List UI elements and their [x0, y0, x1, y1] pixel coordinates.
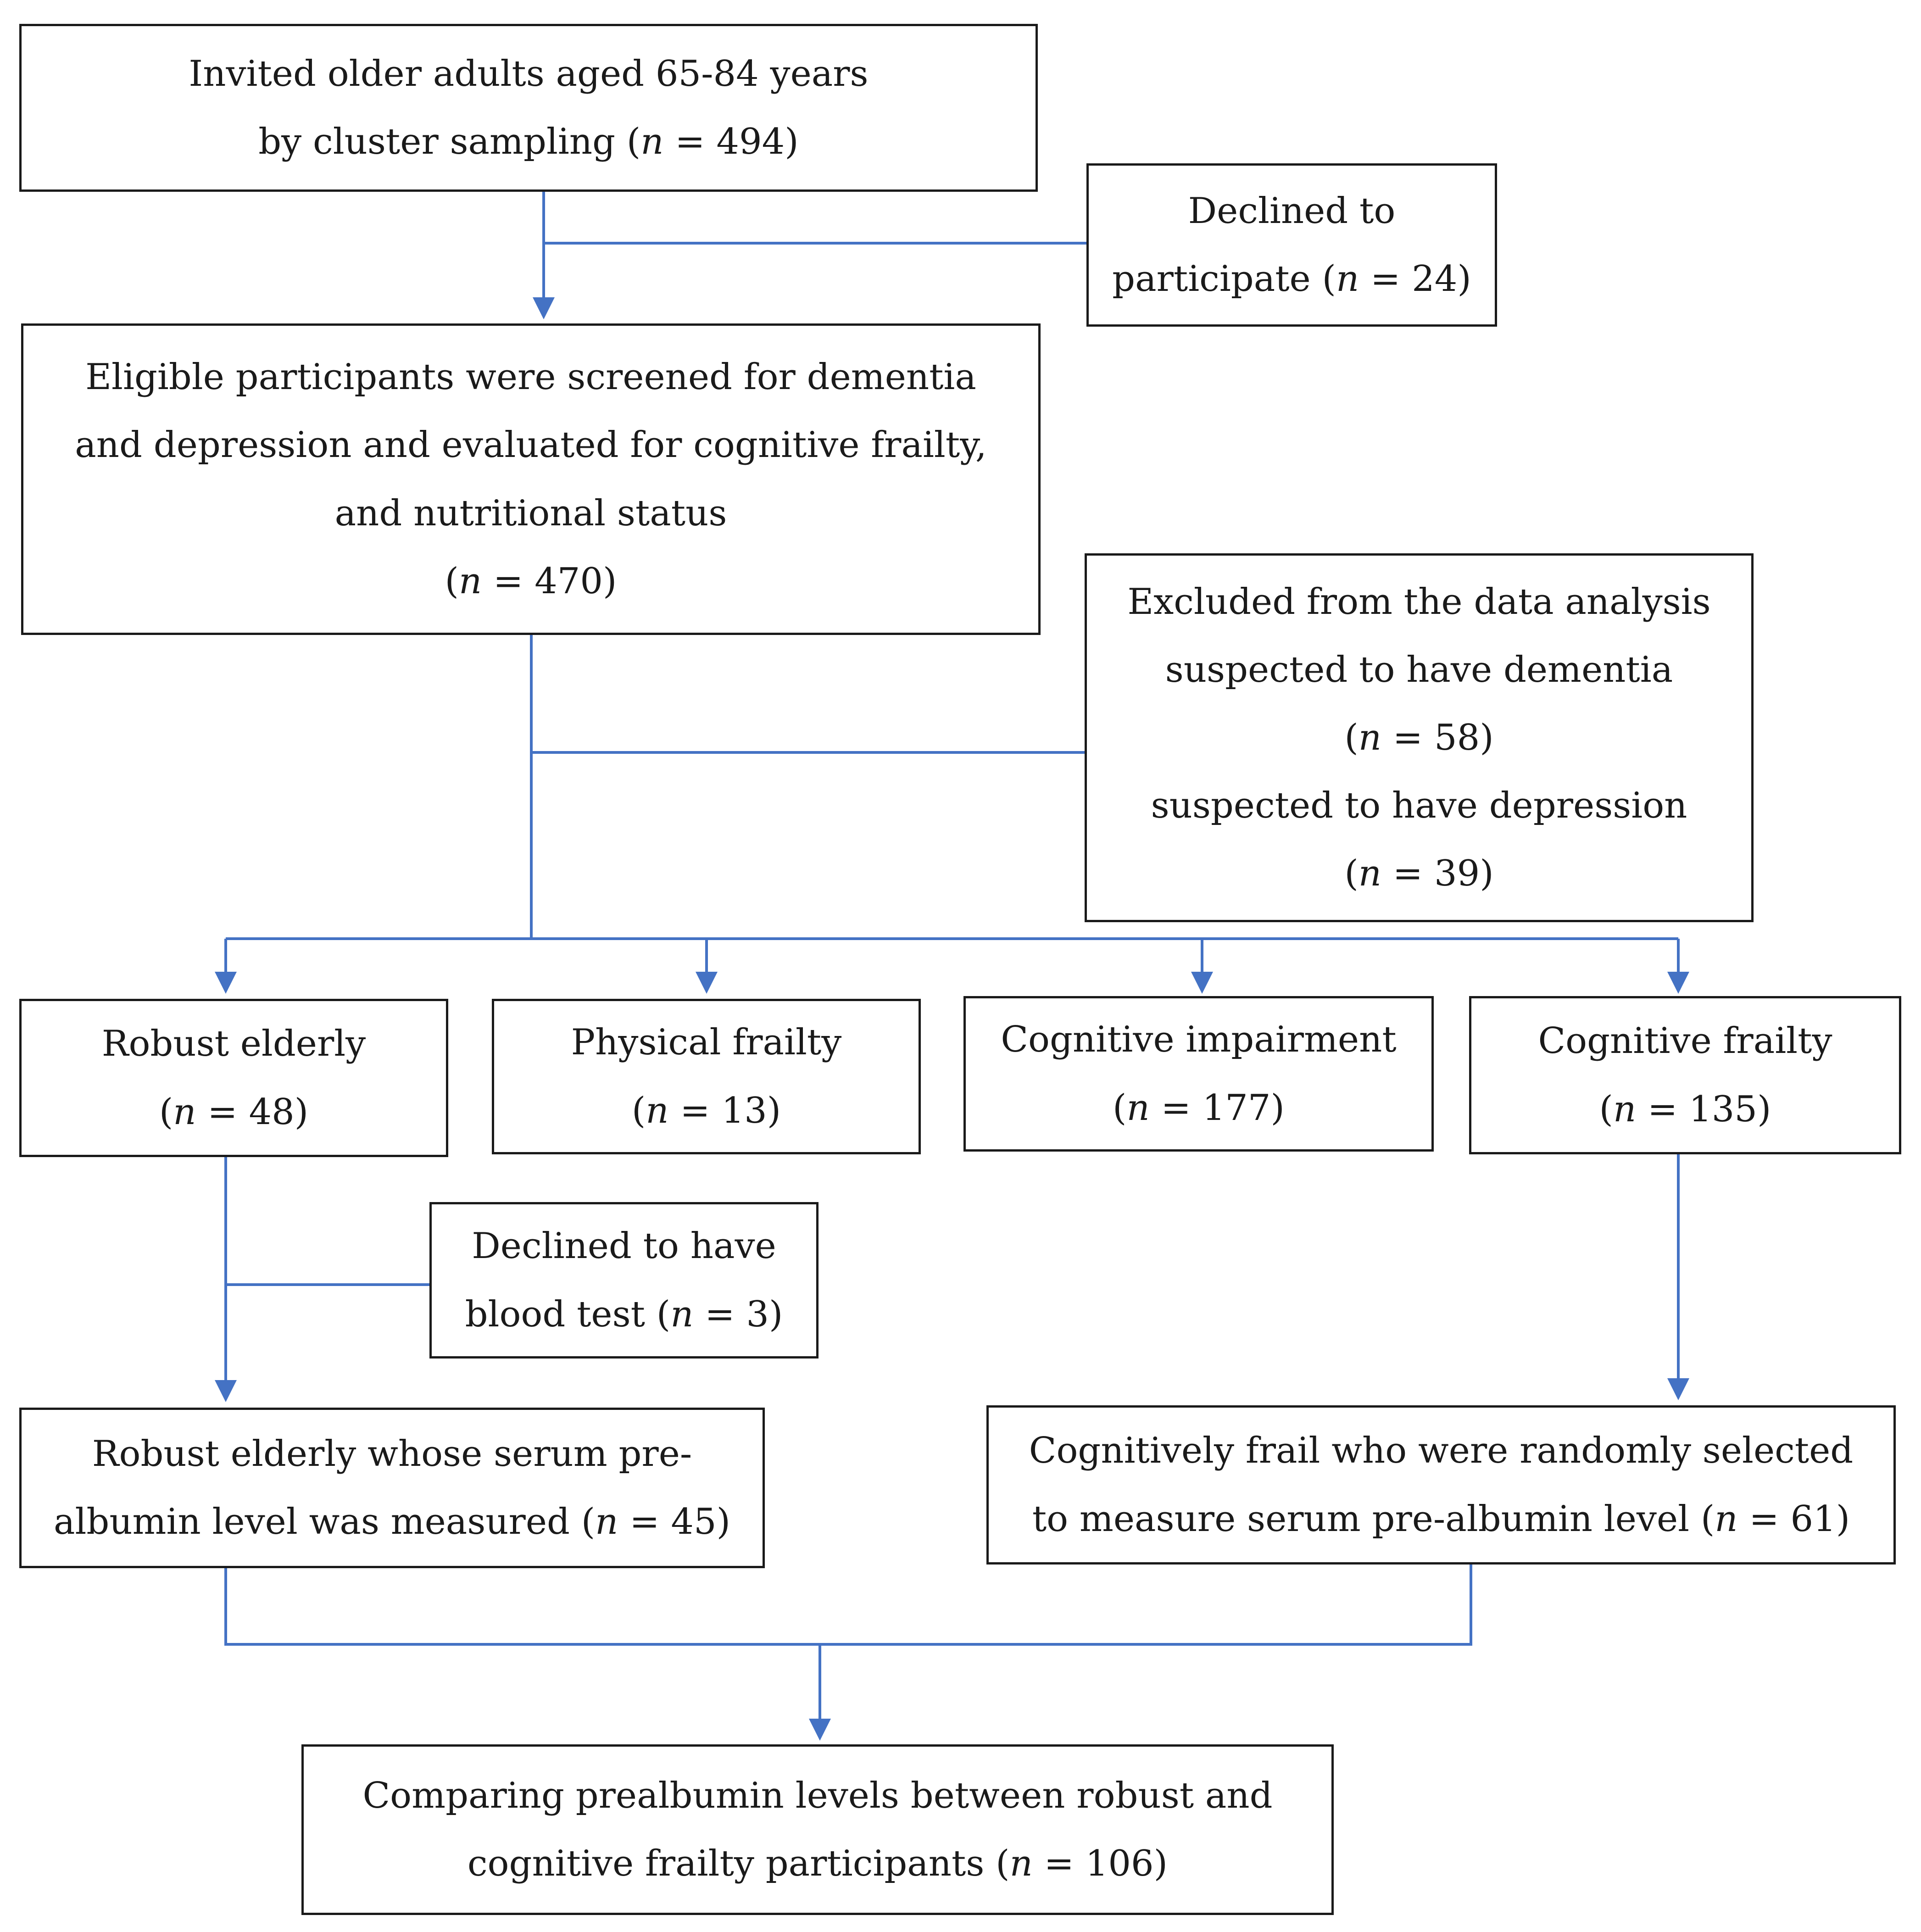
declined-blood-line2-pre: blood test ( [465, 1293, 671, 1335]
invited-line2-pre: by cluster sampling ( [258, 121, 641, 162]
declined-participate-line1: Declined to [1188, 190, 1396, 232]
n-symbol: n [1358, 717, 1382, 758]
n-symbol: n [1613, 1088, 1637, 1130]
physical-line2-pre: ( [631, 1090, 646, 1131]
excluded-line4: suspected to have depression [1151, 785, 1687, 827]
invited-box: Invited older adults aged 65-84 years by… [19, 24, 1038, 192]
excluded-line1: Excluded from the data analysis [1127, 581, 1711, 623]
physical-count: = 13) [668, 1090, 781, 1131]
n-symbol: n [1336, 258, 1359, 300]
comparing-line2-pre: cognitive frailty participants ( [467, 1843, 1010, 1884]
robust-measured-line2-pre: albumin level was measured ( [53, 1501, 596, 1542]
cog-impair-line2-pre: ( [1113, 1087, 1127, 1129]
cog-selected-box: Cognitively frail who were randomly sele… [986, 1405, 1896, 1565]
comparing-line1: Comparing prealbumin levels between robu… [362, 1775, 1273, 1816]
robust-line2-pre: ( [159, 1091, 173, 1133]
physical-line1: Physical frailty [571, 1022, 842, 1063]
n-symbol: n [1009, 1843, 1033, 1884]
n-symbol: n [670, 1293, 694, 1335]
robust-line1: Robust elderly [101, 1023, 366, 1065]
excluded-line2: suspected to have dementia [1165, 649, 1673, 690]
cog-frailty-count: = 135) [1636, 1088, 1771, 1130]
eligible-box: Eligible participants were screened for … [21, 323, 1041, 635]
cog-frailty-box: Cognitive frailty (n = 135) [1469, 996, 1901, 1154]
n-symbol: n [640, 121, 664, 162]
cog-selected-count: = 61) [1737, 1498, 1850, 1540]
cog-frailty-line2-pre: ( [1599, 1088, 1613, 1130]
n-symbol: n [458, 560, 482, 602]
declined-participate-box: Declined to participate (n = 24) [1086, 163, 1497, 327]
excluded-line3-pre: ( [1344, 717, 1359, 758]
cog-impair-box: Cognitive impairment (n = 177) [963, 996, 1434, 1152]
eligible-line3: and nutritional status [334, 492, 727, 534]
n-symbol: n [1358, 853, 1382, 895]
eligible-count: = 470) [482, 560, 617, 602]
excluded-depression-count: = 39) [1381, 853, 1494, 895]
eligible-line1: Eligible participants were screened for … [85, 356, 976, 398]
declined-blood-count: = 3) [693, 1293, 783, 1335]
declined-blood-box: Declined to have blood test (n = 3) [429, 1202, 819, 1359]
comparing-count: = 106) [1032, 1843, 1168, 1884]
excluded-dementia-count: = 58) [1381, 717, 1494, 758]
n-symbol: n [1126, 1087, 1150, 1129]
connector-merge [224, 1565, 1472, 1646]
invited-count: = 494) [663, 121, 799, 162]
eligible-line4-pre: ( [445, 560, 459, 602]
excluded-line5-pre: ( [1344, 853, 1359, 895]
robust-measured-count: = 45) [618, 1501, 731, 1542]
cog-frailty-line1: Cognitive frailty [1538, 1020, 1832, 1062]
n-symbol: n [173, 1091, 196, 1133]
cog-impair-line1: Cognitive impairment [1001, 1019, 1397, 1061]
robust-box: Robust elderly (n = 48) [19, 999, 448, 1157]
robust-measured-line1: Robust elderly whose serum pre- [92, 1433, 692, 1475]
robust-measured-box: Robust elderly whose serum pre- albumin … [19, 1408, 765, 1568]
physical-box: Physical frailty (n = 13) [492, 999, 921, 1154]
cog-selected-line2-pre: to measure serum pre-albumin level ( [1032, 1498, 1715, 1540]
n-symbol: n [595, 1501, 618, 1542]
declined-participate-count: = 24) [1359, 258, 1471, 300]
robust-count: = 48) [196, 1091, 309, 1133]
excluded-box: Excluded from the data analysis suspecte… [1085, 553, 1754, 922]
n-symbol: n [1715, 1498, 1738, 1540]
n-symbol: n [646, 1090, 669, 1131]
invited-line1: Invited older adults aged 65-84 years [189, 53, 869, 95]
cog-selected-line1: Cognitively frail who were randomly sele… [1029, 1430, 1854, 1472]
cog-impair-count: = 177) [1149, 1087, 1285, 1129]
eligible-line2: and depression and evaluated for cogniti… [75, 424, 987, 466]
declined-participate-line2-pre: participate ( [1112, 258, 1336, 300]
declined-blood-line1: Declined to have [472, 1225, 776, 1267]
comparing-box: Comparing prealbumin levels between robu… [301, 1744, 1334, 1915]
